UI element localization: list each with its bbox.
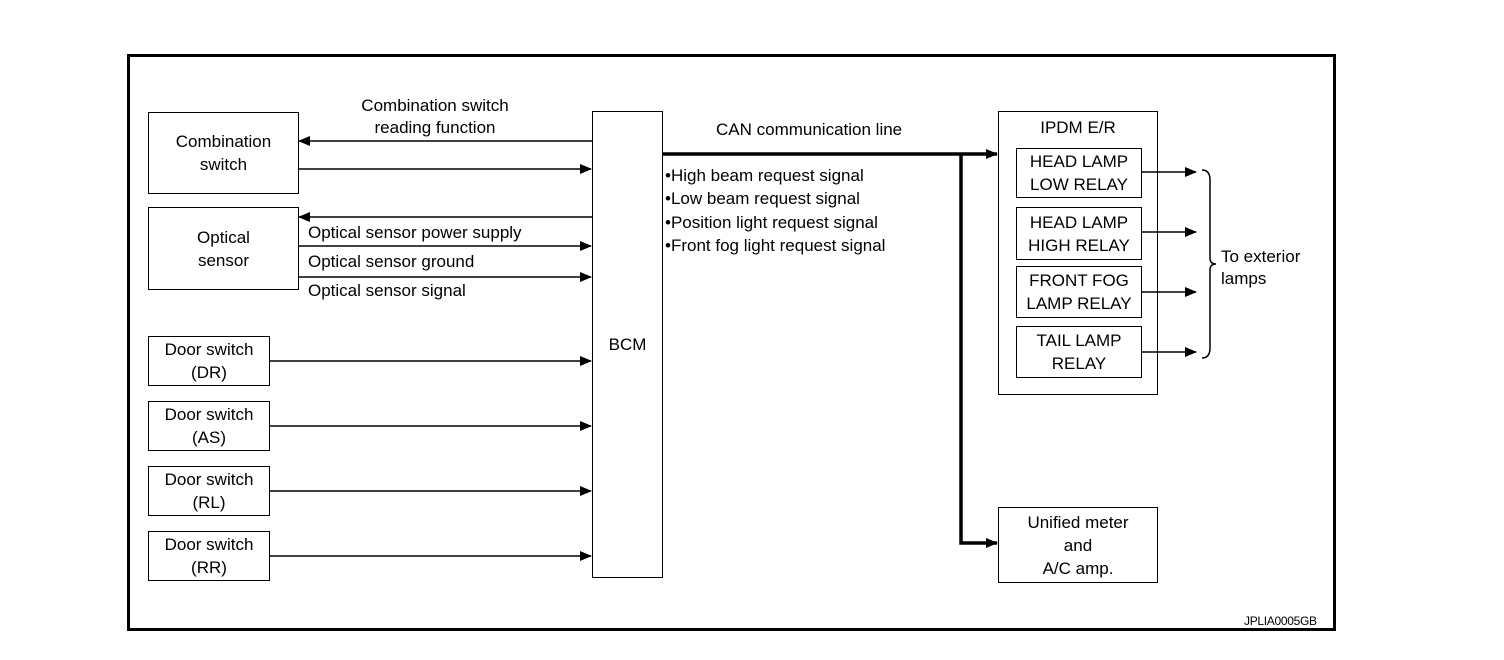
ipdm-er-title: IPDM E/R xyxy=(1040,118,1116,137)
ipdm-er-box: IPDM E/R xyxy=(998,111,1158,395)
exterior-lamps-brace xyxy=(1201,169,1217,359)
head-lamp-high-relay-box: HEAD LAMP HIGH RELAY xyxy=(1016,207,1142,260)
front-fog-lamp-relay-box: FRONT FOG LAMP RELAY xyxy=(1016,266,1142,318)
optical-ground-label: Optical sensor ground xyxy=(308,252,475,271)
door-switch-as-label: Door switch (AS) xyxy=(164,405,254,447)
optical-sensor-label: Optical sensor xyxy=(197,227,250,270)
to-exterior-lamps-label: To exterior lamps xyxy=(1221,247,1301,288)
tail-lamp-relay-label: TAIL LAMP RELAY xyxy=(1036,331,1122,373)
door-switch-rl-label: Door switch (RL) xyxy=(164,470,254,512)
optical-signal-label: Optical sensor signal xyxy=(308,281,466,300)
head-lamp-low-relay-box: HEAD LAMP LOW RELAY xyxy=(1016,148,1142,198)
door-switch-rr-box: Door switch (RR) xyxy=(148,531,270,581)
signal-front-fog: •Front fog light request signal xyxy=(665,236,886,255)
bcm-box: BCM xyxy=(592,111,663,578)
door-switch-as-box: Door switch (AS) xyxy=(148,401,270,451)
combination-switch-box: Combination switch xyxy=(148,112,299,194)
unified-meter-label: Unified meter and A/C amp. xyxy=(1027,512,1129,578)
can-line-branch xyxy=(959,154,998,548)
door-switch-dr-box: Door switch (DR) xyxy=(148,336,270,386)
diagram-frame xyxy=(127,54,1336,631)
combination-reading-label: Combination switch reading function xyxy=(361,96,509,137)
tail-lamp-relay-box: TAIL LAMP RELAY xyxy=(1016,326,1142,378)
signal-low-beam: •Low beam request signal xyxy=(665,189,860,208)
signal-high-beam: •High beam request signal xyxy=(665,166,864,185)
door-switch-rr-label: Door switch (RR) xyxy=(164,535,254,577)
head-lamp-low-relay-label: HEAD LAMP LOW RELAY xyxy=(1029,152,1129,194)
door-switch-rl-box: Door switch (RL) xyxy=(148,466,270,516)
signal-position-light: •Position light request signal xyxy=(665,213,878,232)
can-line-label: CAN communication line xyxy=(716,120,903,139)
front-fog-lamp-relay-label: FRONT FOG LAMP RELAY xyxy=(1026,271,1132,313)
optical-power-label: Optical sensor power supply xyxy=(308,223,522,242)
door-switch-dr-label: Door switch (DR) xyxy=(164,340,254,382)
optical-sensor-box: Optical sensor xyxy=(148,207,299,290)
figure-code: JPLIA0005GB xyxy=(1244,614,1317,628)
combination-switch-label: Combination switch xyxy=(175,132,272,174)
bcm-label: BCM xyxy=(608,335,647,354)
unified-meter-box: Unified meter and A/C amp. xyxy=(998,507,1158,583)
head-lamp-high-relay-label: HEAD LAMP HIGH RELAY xyxy=(1028,212,1130,255)
